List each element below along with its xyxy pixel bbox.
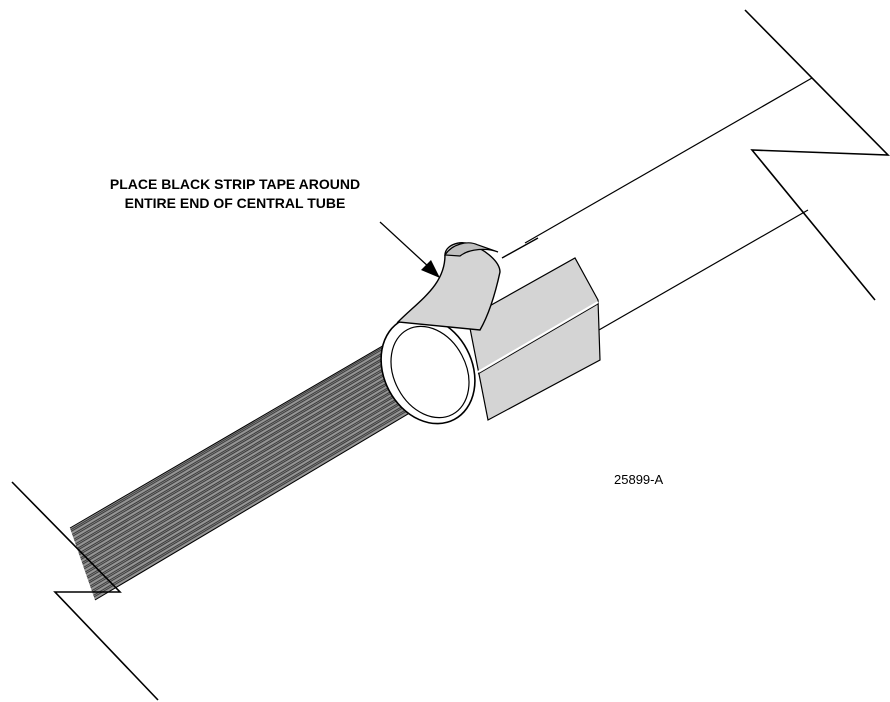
callout-text: PLACE BLACK STRIP TAPE AROUND ENTIRE END… — [40, 175, 430, 213]
fiber-bundle — [69, 329, 441, 601]
callout-line-1: PLACE BLACK STRIP TAPE AROUND — [109, 176, 361, 192]
figure-number: 25899-A — [614, 472, 664, 487]
central-tube — [467, 257, 601, 421]
fiber-break-line — [11, 481, 159, 701]
callout-line-2: ENTIRE END OF CENTRAL TUBE — [124, 195, 346, 211]
outer-tube-bottom-edge — [584, 209, 809, 339]
outer-tube-break-line — [744, 9, 890, 301]
outer-tube-top-edge — [524, 77, 813, 244]
tube-slit-line — [501, 237, 539, 259]
callout-arrow — [379, 221, 440, 278]
